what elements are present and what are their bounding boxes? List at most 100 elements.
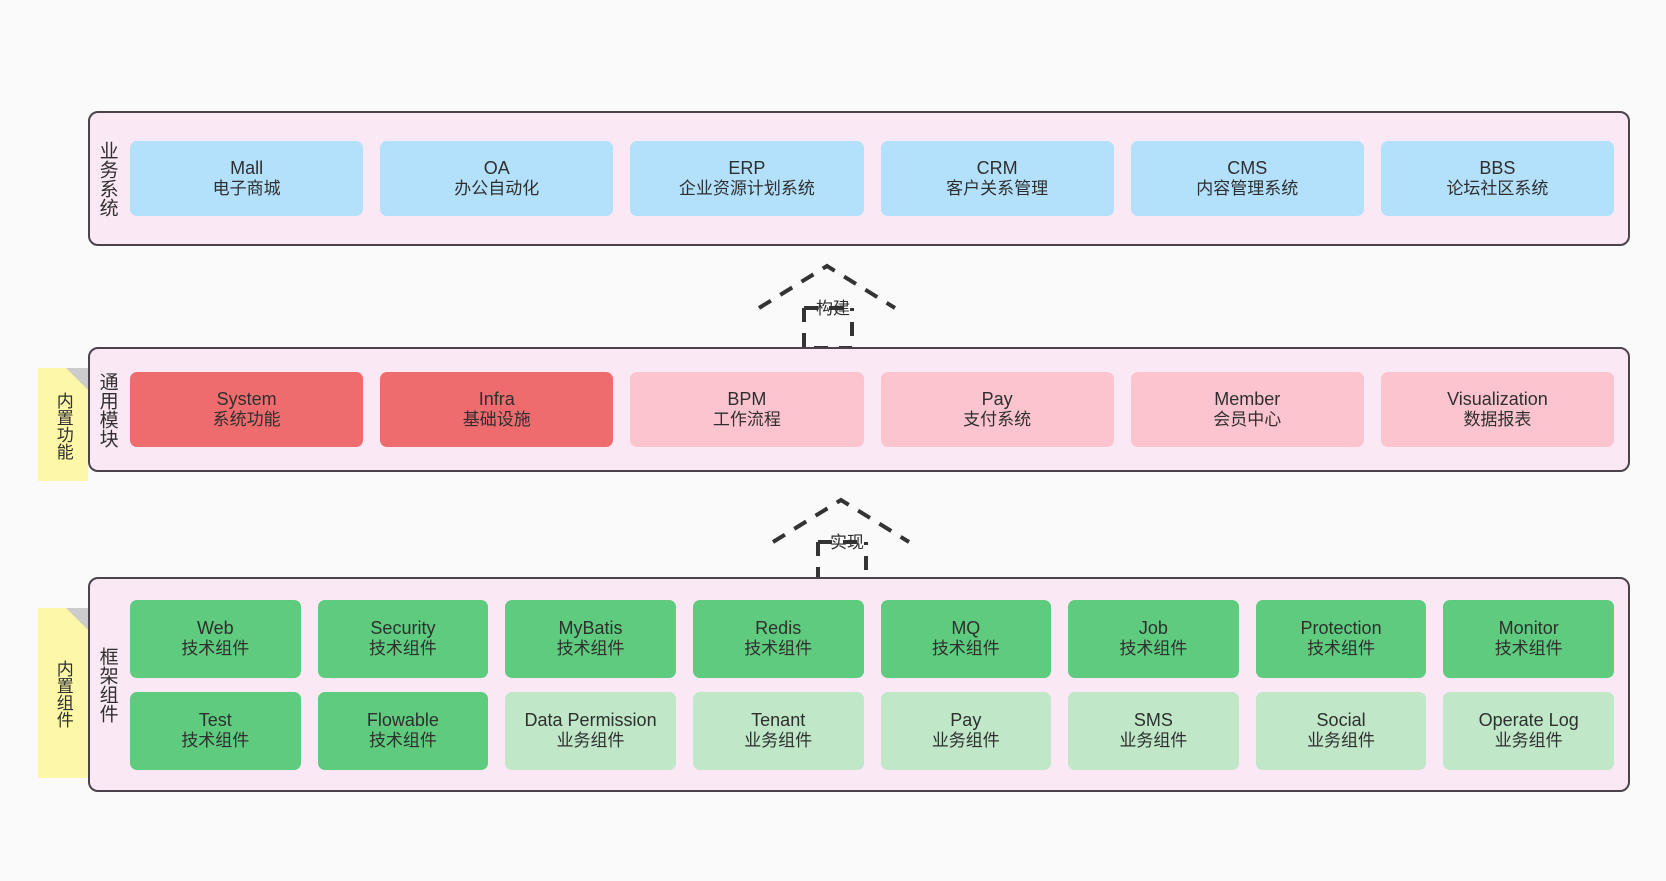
card-title: MQ — [951, 617, 981, 638]
card-bpm[interactable]: BPM 工作流程 — [630, 372, 864, 447]
card-subtitle: 业务组件 — [1494, 731, 1563, 751]
card-subtitle: 技术组件 — [181, 731, 250, 751]
note-builtin-function-label: 内置功能 — [53, 391, 73, 460]
card-subtitle: 企业资源计划系统 — [678, 179, 815, 199]
card-title: Security — [370, 617, 436, 638]
card-protection[interactable]: Protection 技术组件 — [1255, 599, 1427, 678]
card-title: Pay — [981, 388, 1013, 409]
layer-common-module-body: System 系统功能 Infra 基础设施 BPM 工作流程 Pay 支付系统… — [124, 349, 1628, 470]
card-row: Mall 电子商城 OA 办公自动化 ERP 企业资源计划系统 CRM 客户关系… — [130, 141, 1615, 216]
card-subtitle: 系统功能 — [212, 410, 281, 430]
layer-common-module-title: 通用模块 — [96, 371, 118, 448]
card-subtitle: 数据报表 — [1463, 410, 1532, 430]
layer-business-system: 业务系统 Mall 电子商城 OA 办公自动化 ERP 企业资源计划系统 CRM… — [88, 111, 1630, 246]
card-title: OA — [483, 157, 510, 178]
card-erp[interactable]: ERP 企业资源计划系统 — [630, 141, 864, 216]
connector-implement-label: 实现 — [830, 533, 864, 552]
card-subtitle: 业务组件 — [1119, 731, 1188, 751]
card-subtitle: 基础设施 — [462, 410, 531, 430]
note-builtin-component-label: 内置组件 — [53, 660, 73, 728]
card-redis[interactable]: Redis 技术组件 — [692, 599, 864, 678]
card-subtitle: 论坛社区系统 — [1446, 179, 1549, 199]
card-row: Test 技术组件 Flowable 技术组件 Data Permission … — [130, 691, 1614, 770]
card-mybatis[interactable]: MyBatis 技术组件 — [505, 599, 676, 678]
card-title: Monitor — [1498, 617, 1559, 638]
card-sms[interactable]: SMS 业务组件 — [1068, 691, 1239, 770]
card-bbs[interactable]: BBS 论坛社区系统 — [1380, 141, 1615, 216]
card-crm[interactable]: CRM 客户关系管理 — [880, 141, 1114, 216]
card-subtitle: 技术组件 — [368, 639, 437, 659]
card-title: Operate Log — [1478, 709, 1579, 730]
card-mall[interactable]: Mall 电子商城 — [130, 141, 364, 216]
layer-framework-component: 框架组件 Web 技术组件 Security 技术组件 MyBatis 技术组件… — [88, 577, 1630, 792]
card-cms[interactable]: CMS 内容管理系统 — [1130, 141, 1364, 216]
card-tenant[interactable]: Tenant 业务组件 — [692, 691, 864, 770]
card-subtitle: 技术组件 — [181, 639, 250, 659]
card-subtitle: 技术组件 — [744, 639, 813, 659]
card-security[interactable]: Security 技术组件 — [317, 599, 489, 678]
card-pay-business[interactable]: Pay 业务组件 — [880, 691, 1052, 770]
connector-build-label: 构建 — [816, 299, 850, 318]
layer-framework-component-body: Web 技术组件 Security 技术组件 MyBatis 技术组件 Redi… — [124, 579, 1628, 790]
layer-business-system-title: 业务系统 — [96, 140, 118, 217]
card-title: Job — [1138, 617, 1168, 638]
card-operate-log[interactable]: Operate Log 业务组件 — [1443, 691, 1614, 770]
card-title: Tenant — [751, 709, 806, 730]
card-title: ERP — [728, 157, 766, 178]
card-system[interactable]: System 系统功能 — [130, 372, 364, 447]
note-builtin-component: 内置组件 — [38, 608, 88, 778]
card-pay[interactable]: Pay 支付系统 — [880, 372, 1114, 447]
card-title: CRM — [976, 157, 1018, 178]
card-title: Flowable — [366, 709, 439, 730]
card-title: Member — [1214, 388, 1281, 409]
card-title: System — [216, 388, 277, 409]
card-data-permission[interactable]: Data Permission 业务组件 — [505, 691, 676, 770]
card-subtitle: 业务组件 — [744, 731, 813, 751]
card-infra[interactable]: Infra 基础设施 — [380, 372, 614, 447]
layer-common-module: 通用模块 System 系统功能 Infra 基础设施 BPM 工作流程 Pay… — [88, 347, 1630, 472]
layer-business-system-body: Mall 电子商城 OA 办公自动化 ERP 企业资源计划系统 CRM 客户关系… — [124, 113, 1628, 244]
card-subtitle: 技术组件 — [1494, 639, 1563, 659]
card-social[interactable]: Social 业务组件 — [1255, 691, 1427, 770]
card-subtitle: 业务组件 — [931, 731, 1000, 751]
card-title: MyBatis — [558, 617, 623, 638]
card-test[interactable]: Test 技术组件 — [130, 691, 301, 770]
card-title: BBS — [1479, 157, 1516, 178]
card-title: Infra — [478, 388, 515, 409]
card-subtitle: 电子商城 — [212, 179, 281, 199]
connector-build: 构建 — [752, 258, 912, 353]
layer-framework-component-title: 框架组件 — [96, 646, 118, 723]
card-row: System 系统功能 Infra 基础设施 BPM 工作流程 Pay 支付系统… — [130, 372, 1615, 447]
card-oa[interactable]: OA 办公自动化 — [380, 141, 614, 216]
card-subtitle: 技术组件 — [1119, 639, 1188, 659]
card-member[interactable]: Member 会员中心 — [1130, 372, 1364, 447]
card-title: Protection — [1300, 617, 1382, 638]
card-subtitle: 业务组件 — [556, 731, 625, 751]
card-job[interactable]: Job 技术组件 — [1068, 599, 1239, 678]
card-subtitle: 工作流程 — [712, 410, 781, 430]
card-title: SMS — [1133, 709, 1173, 730]
card-title: Test — [198, 709, 232, 730]
card-row: Web 技术组件 Security 技术组件 MyBatis 技术组件 Redi… — [130, 599, 1614, 678]
card-subtitle: 内容管理系统 — [1196, 179, 1299, 199]
card-subtitle: 技术组件 — [1307, 639, 1376, 659]
card-subtitle: 技术组件 — [931, 639, 1000, 659]
connector-implement: 实现 — [766, 492, 926, 587]
card-subtitle: 技术组件 — [368, 731, 437, 751]
card-monitor[interactable]: Monitor 技术组件 — [1443, 599, 1614, 678]
card-title: Data Permission — [524, 709, 657, 730]
card-web[interactable]: Web 技术组件 — [130, 599, 301, 678]
card-title: CMS — [1227, 157, 1268, 178]
card-title: Web — [196, 617, 234, 638]
card-subtitle: 办公自动化 — [454, 179, 540, 199]
card-subtitle: 客户关系管理 — [946, 179, 1049, 199]
card-title: Mall — [230, 157, 264, 178]
card-subtitle: 业务组件 — [1307, 731, 1376, 751]
card-mq[interactable]: MQ 技术组件 — [880, 599, 1052, 678]
card-subtitle: 技术组件 — [556, 639, 625, 659]
card-visualization[interactable]: Visualization 数据报表 — [1380, 372, 1615, 447]
card-subtitle: 会员中心 — [1213, 410, 1282, 430]
card-flowable[interactable]: Flowable 技术组件 — [317, 691, 489, 770]
card-title: Pay — [950, 709, 982, 730]
